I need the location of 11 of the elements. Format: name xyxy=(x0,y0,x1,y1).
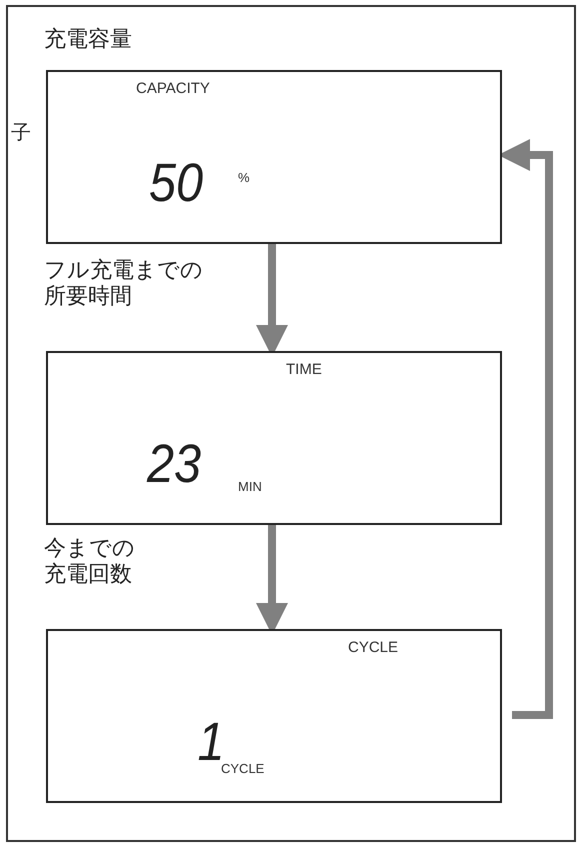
cut-off-character: 子 xyxy=(11,119,31,146)
display-caption: CYCLE xyxy=(348,639,398,656)
display-caption: TIME xyxy=(286,361,322,378)
unit-label: MIN xyxy=(238,479,262,494)
display-heading: フル充電までの所要時間 xyxy=(44,258,204,311)
digit-readout: 50 xyxy=(149,152,204,214)
display-heading: 今までの充電回数 xyxy=(44,536,136,589)
unit-label: % xyxy=(238,170,250,185)
display-caption: CAPACITY xyxy=(136,80,210,97)
display-heading: 充電容量 xyxy=(44,27,132,54)
digit-readout: 23 xyxy=(147,433,202,495)
